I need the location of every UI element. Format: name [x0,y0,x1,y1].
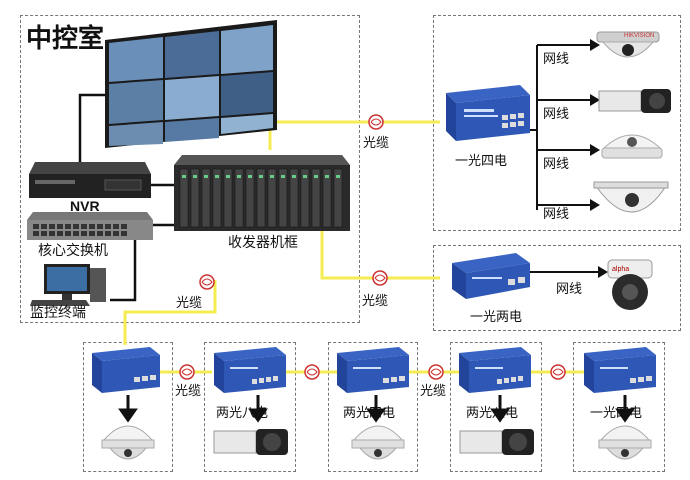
bottom-box-3 [328,342,418,472]
converter-bottom-4-label: 两光八电 [466,406,519,421]
bottom-box-2 [204,342,296,472]
converter-1f2e-label: 一光两电 [470,310,523,325]
nvr-label: NVR [70,198,100,214]
dome-camera-white-icon [601,134,663,159]
fiber-label-top: 光缆 [363,136,390,151]
fiber-label-down: 光缆 [176,296,203,311]
bottom-box-camera-2-icon [459,429,534,455]
wire-screen-nvr [78,93,115,165]
net-label-4: 网线 [543,207,570,222]
core-switch-label: 核心交换机 [38,243,108,259]
converter-bottom-3 [337,347,409,393]
video-wall [105,20,277,148]
converter-bottom-3-label: 两光四电 [343,406,396,421]
fiber-label-b1: 光缆 [175,384,202,399]
converter-1f2e [452,253,530,299]
net-label-3: 网线 [543,157,570,172]
control-room-title: 中控室 [26,24,105,54]
bottom-box-1 [83,342,173,472]
converter-1f4e-top [446,85,530,141]
bottom-dome-camera-2-icon [351,425,405,460]
net-label-2: 网线 [543,107,570,122]
box-camera-icon [598,89,671,113]
fiber-reel-icons [179,114,566,380]
net-label-1: 网线 [543,52,570,67]
fiber-label-mid: 光缆 [362,294,389,309]
control-room-box [20,15,360,323]
net-label-5: 网线 [556,282,583,297]
converter-bottom-2-label: 两光八电 [216,406,269,421]
camera-brand-2-label: alpha [612,266,630,273]
converter-bottom-1 [92,347,160,393]
fiber-label-b3: 光缆 [420,384,447,399]
bottom-dome-camera-1-icon [101,425,155,460]
monitor-terminal-label: 监控终端 [30,305,86,321]
wire-switch-monitor [110,240,137,302]
core-switch-device [27,212,153,240]
speed-dome-camera-icon [607,259,653,310]
converter-bottom-5-label: 一光四电 [590,406,643,421]
bottom-box-5 [573,342,665,472]
converter-bottom-4 [459,347,531,393]
ceiling-dome-camera-icon [593,181,669,213]
converter-bottom-2 [214,347,286,393]
camera-brand-label: HIKVISION [624,33,655,39]
converter-bottom-5 [584,347,656,393]
fiber-wire-mid [320,230,440,280]
chassis-label: 收发器机框 [228,235,298,251]
converter-1f4e-top-label: 一光四电 [455,154,508,169]
fiber-wire-down [123,280,217,345]
bottom-box-camera-1-icon [213,429,288,455]
bottom-box-4 [450,342,542,472]
mid-right-box [433,245,681,331]
transceiver-chassis [174,155,350,231]
monitor-terminal [30,264,106,306]
nvr-device [29,162,151,198]
dome-camera-icon [596,31,660,58]
bottom-dome-camera-3-icon [598,425,652,460]
